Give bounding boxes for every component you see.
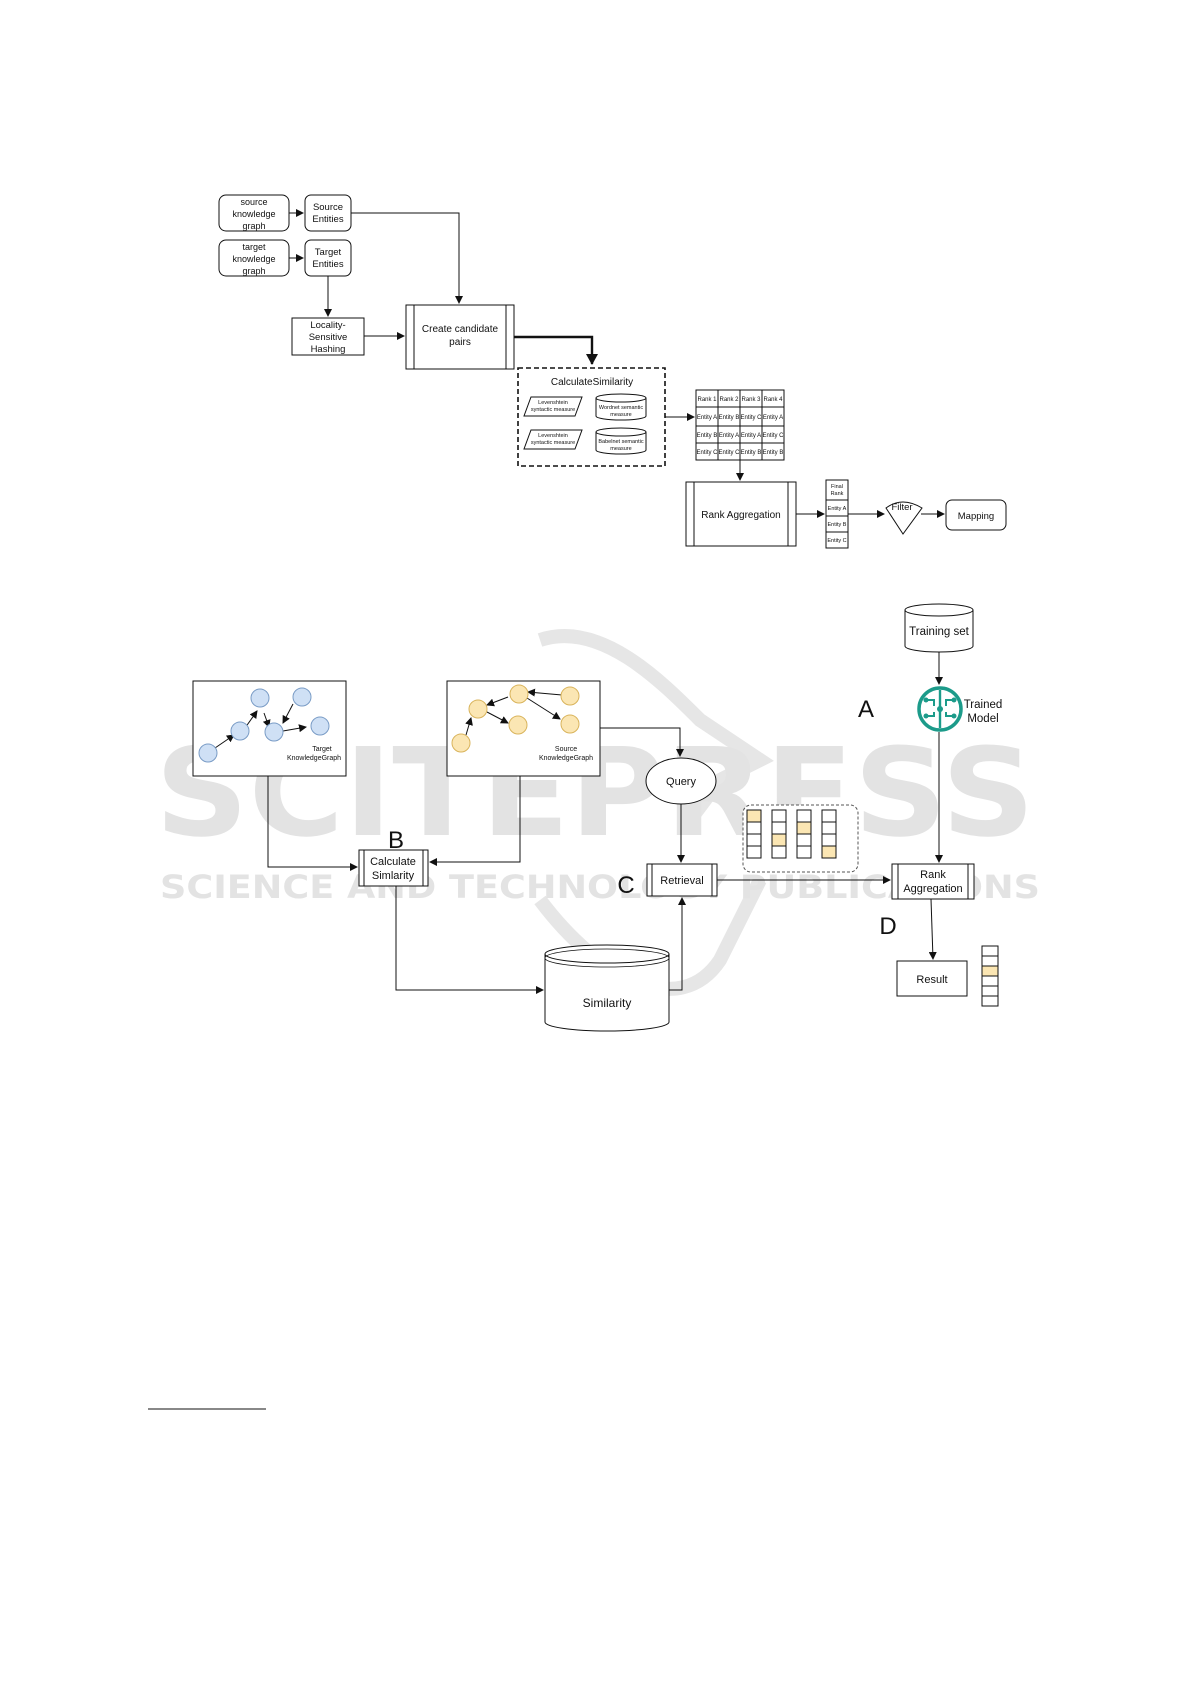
source-graph-nodes (451, 684, 580, 753)
calc-similarity-label-1: Calculate (370, 856, 416, 868)
source-entities-label-1: Source (313, 202, 343, 213)
lsh-label-3: Hashing (311, 344, 346, 355)
source-graph-label-2: KnowledgeGraph (539, 755, 593, 762)
target-graph-nodes (198, 687, 330, 763)
source-graph-edges (465, 688, 563, 736)
source-kg-label-2: knowledge (232, 209, 275, 219)
lev1-label-1: Levenshtein (538, 400, 568, 406)
rank-cell-2-1: Entity B (697, 433, 718, 439)
final-rank-row-2: Entity B (828, 522, 847, 528)
lev2-label-1: Levenshtein (538, 433, 568, 439)
source-entities-box (304, 194, 352, 232)
lev2-label-2: syntactic measure (531, 440, 575, 446)
ranked-list-3 (796, 809, 812, 859)
target-graph-edges (214, 703, 307, 749)
babelnet-label-1: Babelnet semantic (598, 439, 643, 445)
source-graph-label-1: Source (555, 746, 577, 753)
babelnet-label-2: measure (610, 446, 631, 452)
candidate-pairs-box (405, 304, 515, 370)
rank-header-2: Rank 2 (719, 397, 739, 403)
rank-cell-2-3: Entity A (741, 433, 761, 439)
trained-model-icon (917, 686, 963, 732)
label-c: C (617, 872, 634, 899)
levenshtein-measure-1 (523, 396, 583, 417)
target-graph-label-2: KnowledgeGraph (287, 755, 341, 762)
target-kg-label-1: target (242, 242, 266, 252)
rank-cell-2-2: Entity A (719, 433, 739, 439)
rank-cell-3-2: Entity C (718, 450, 740, 456)
similarity-db-label: Similarity (583, 996, 632, 1010)
trained-model-label-2: Model (967, 713, 998, 725)
result-label: Result (916, 974, 947, 986)
label-a: A (858, 696, 874, 723)
calc-similarity-box (358, 849, 429, 887)
source-kg-label-1: source (240, 197, 267, 207)
candidate-pairs-label-1: Create candidate (422, 324, 499, 335)
mapping-label: Mapping (958, 511, 994, 522)
rank-header-4: Rank 4 (763, 397, 783, 403)
rank-cell-1-3: Entity C (740, 415, 762, 421)
levenshtein-measure-2 (523, 429, 583, 450)
rank-table (695, 389, 785, 461)
lsh-label-1: Locality- (310, 320, 345, 331)
wordnet-label-2: measure (610, 412, 631, 418)
figure-1: source knowledge graph target knowledge … (218, 194, 1007, 549)
final-rank-header-1: Final (831, 484, 843, 490)
rank-aggregation-label-2a: Rank (920, 869, 946, 881)
trained-model-label-1: Trained (964, 699, 1003, 711)
label-b: B (388, 827, 404, 854)
rank-header-1: Rank 1 (697, 397, 717, 403)
calc-similarity-title: CalculateSimilarity (551, 377, 633, 388)
query-label: Query (666, 776, 696, 788)
wordnet-label-1: Wordnet semantic (599, 405, 643, 411)
label-d: D (879, 913, 896, 940)
target-entities-box (304, 239, 352, 277)
filter-label: Filter (891, 502, 912, 513)
target-entities-label-1: Target (315, 247, 342, 258)
source-entities-label-2: Entities (312, 214, 343, 225)
final-rank-row-1: Entity A (828, 506, 847, 512)
training-set-label: Training set (909, 626, 969, 638)
target-kg-label-2: knowledge (232, 254, 275, 264)
rank-cell-1-2: Entity B (719, 415, 740, 421)
mapping-box (945, 499, 1007, 531)
figure-2: Training set Trained Model A B C D (192, 603, 1003, 1032)
rank-aggregation-label: Rank Aggregation (701, 510, 781, 521)
wordnet-measure-db (595, 393, 647, 421)
rank-aggregation-box-2 (891, 863, 975, 900)
rank-cell-1-4: Entity A (763, 415, 783, 421)
rank-cell-1-1: Entity A (697, 415, 717, 421)
target-graph-label-1: Target (312, 746, 332, 753)
rank-cell-3-4: Entity B (763, 450, 784, 456)
lsh-label-2: Sensitive (309, 332, 348, 343)
final-rank-row-3: Entity C (827, 538, 846, 544)
rank-cell-3-3: Entity B (741, 450, 762, 456)
result-box (896, 960, 968, 997)
target-entities-label-2: Entities (312, 259, 343, 270)
rank-header-3: Rank 3 (741, 397, 761, 403)
lev1-label-2: syntactic measure (531, 407, 575, 413)
source-kg-label-3: graph (242, 221, 265, 231)
retrieval-label: Retrieval (660, 875, 703, 887)
calc-similarity-label-2: Simlarity (372, 870, 415, 882)
rank-aggregation-box (685, 481, 797, 547)
ranked-list-2 (771, 809, 787, 859)
rank-aggregation-label-2b: Aggregation (903, 883, 962, 895)
ranked-list-4 (821, 809, 837, 859)
retrieval-box (646, 863, 718, 897)
candidate-pairs-label-2: pairs (449, 337, 471, 348)
target-kg-label-3: graph (242, 266, 265, 276)
final-rank-header-2: Rank (831, 491, 844, 497)
filter-funnel (885, 501, 923, 535)
similarity-db (544, 944, 670, 1032)
babelnet-measure-db (595, 427, 647, 455)
training-set-db (904, 603, 974, 653)
lsh-box (291, 317, 365, 356)
result-ranked-list (981, 945, 999, 1007)
ranked-list-1 (746, 809, 762, 859)
rank-cell-2-4: Entity C (762, 433, 784, 439)
rank-cell-3-1: Entity C (696, 450, 718, 456)
